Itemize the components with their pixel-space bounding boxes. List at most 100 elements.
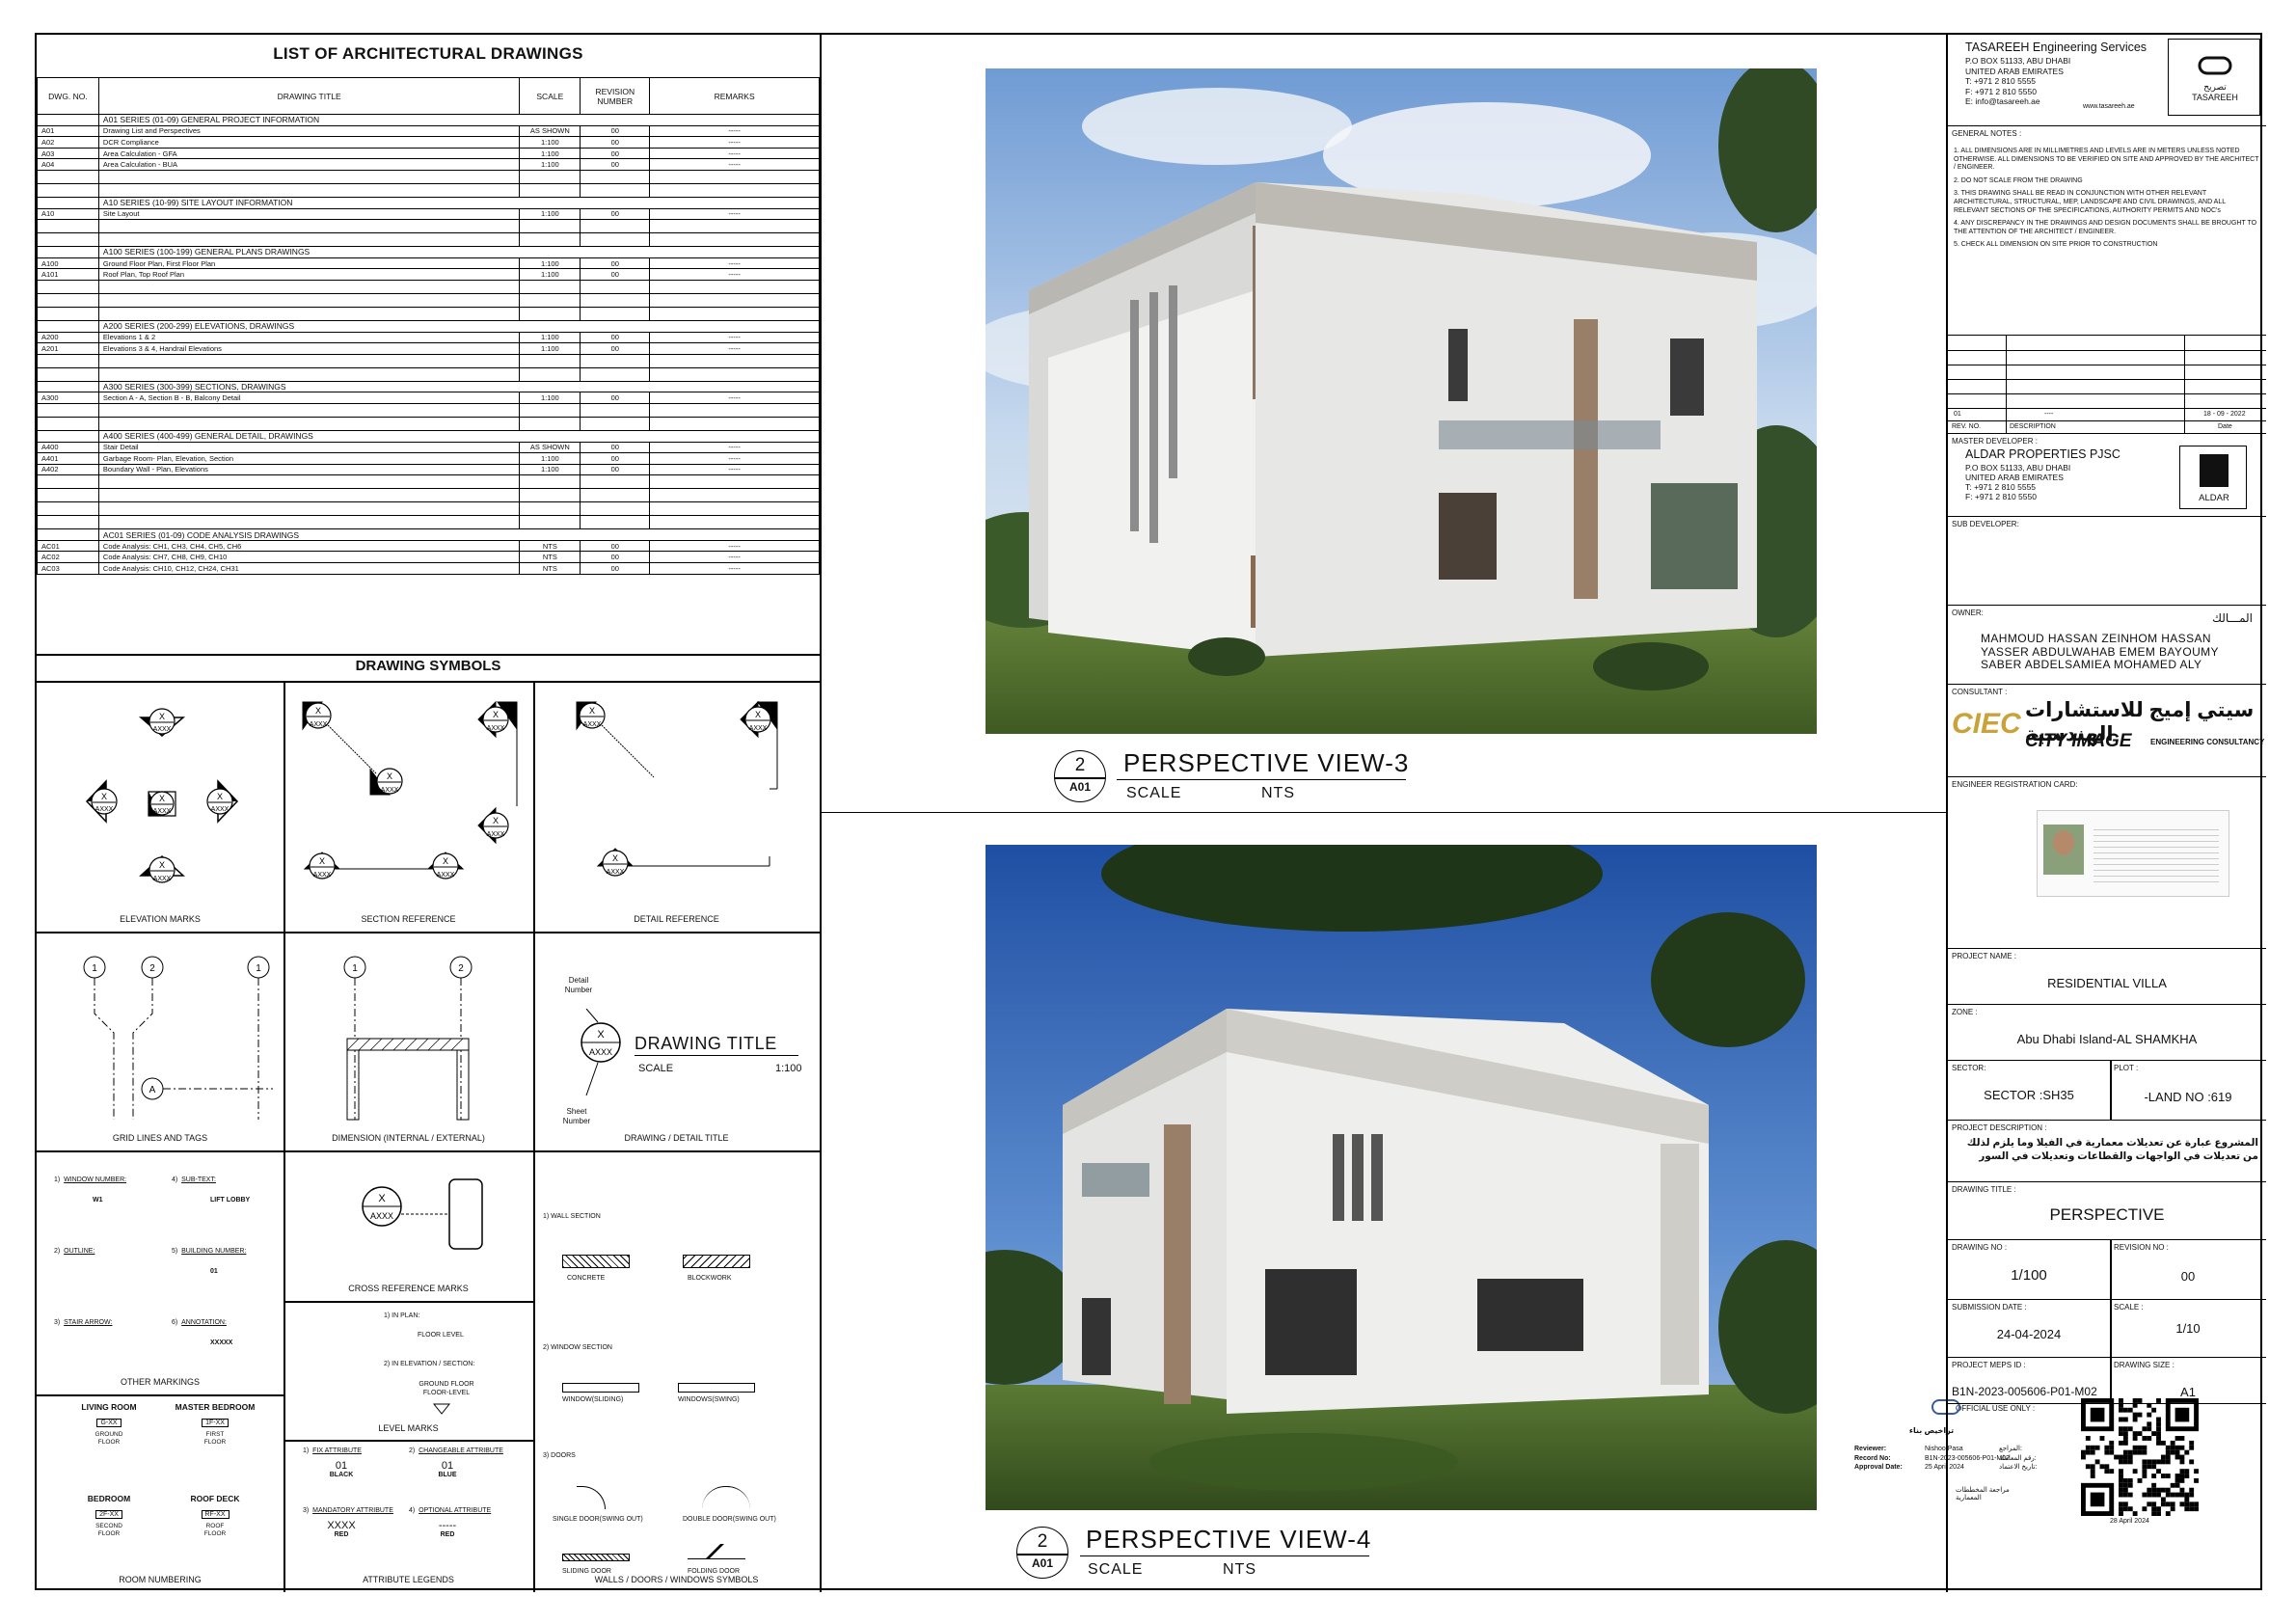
drawing-title-block: DRAWING TITLE : PERSPECTIVE	[1948, 1182, 2266, 1240]
svg-text:X: X	[378, 1193, 386, 1204]
cell-scale: 1:100	[519, 464, 581, 476]
series-title: A100 SERIES (100-199) GENERAL PLANS DRAW…	[97, 246, 821, 258]
svg-text:AXXX: AXXX	[95, 806, 114, 813]
cell-dwg-no: A101	[37, 268, 99, 281]
cell-dwg-no: A10	[37, 208, 99, 221]
submission-block: SUBMISSION DATE : SCALE : 24-04-2024 1/1…	[1948, 1300, 2266, 1358]
svg-text:X: X	[319, 856, 325, 866]
cell-revision: 00	[580, 464, 651, 476]
aldar-logo: ALDAR	[2179, 446, 2247, 509]
dimension-caption: DIMENSION (INTERNAL / EXTERNAL)	[332, 1133, 485, 1143]
sector-plot-block: SECTOR: PLOT : SECTOR :SH35 -LAND NO :61…	[1948, 1061, 2266, 1121]
cell-dwg-no: AC03	[37, 562, 99, 575]
cell-dwg-no: A100	[37, 257, 99, 270]
cell-revision: 00	[580, 392, 651, 404]
wall-symbol-window-section: 2) WINDOW SECTION	[543, 1344, 612, 1351]
other-markings-caption: OTHER MARKINGS	[120, 1377, 200, 1387]
general-notes: GENERAL NOTES : 1. ALL DIMENSIONS ARE IN…	[1948, 126, 2266, 336]
cell-scale: 1:100	[519, 148, 581, 160]
series-row: A10 SERIES (10-99) SITE LAYOUT INFORMATI…	[37, 197, 821, 209]
cell-scale: 1:100	[519, 268, 581, 281]
cell-remarks: -----	[649, 136, 820, 149]
cell-revision: 00	[580, 158, 651, 171]
cell-revision: 00	[580, 208, 651, 221]
cell-dwg-no: A300	[37, 392, 99, 404]
view-3-title: PERSPECTIVE VIEW-3	[1123, 748, 1410, 777]
cell-scale: 1:100	[519, 342, 581, 355]
drawing-no-block: DRAWING NO : REVISION NO : 1/100 00	[1948, 1240, 2266, 1300]
series-title: A10 SERIES (10-99) SITE LAYOUT INFORMATI…	[97, 197, 821, 209]
cell-dwg-no: A02	[37, 136, 99, 149]
drawing-list-table: DWG. NO. DRAWING TITLE SCALE REVISION NU…	[37, 77, 821, 575]
cell-scale: 1:100	[519, 158, 581, 171]
col-dwg-no: DWG. NO.	[37, 77, 99, 115]
cell-title: Elevations 3 & 4, Handrail Elevations	[97, 342, 521, 355]
owner-block: OWNER: المـــالك MAHMOUD HASSAN ZEINHOM …	[1948, 606, 2266, 685]
series-title: A200 SERIES (200-299) ELEVATIONS, DRAWIN…	[97, 320, 821, 333]
cell-remarks: -----	[649, 540, 820, 553]
cell-scale: 1:100	[519, 208, 581, 221]
sample-drawing-title: DRAWING TITLE	[635, 1034, 777, 1053]
cell-scale: AS SHOWN	[519, 125, 581, 138]
project-description-block: PROJECT DESCRIPTION : المشروع عبارة عن ت…	[1948, 1121, 2266, 1182]
cell-remarks: -----	[649, 257, 820, 270]
cell-scale: AS SHOWN	[519, 442, 581, 454]
cell-dwg-no: A03	[37, 148, 99, 160]
cell-dwg-no: A200	[37, 332, 99, 344]
svg-text:1: 1	[352, 963, 358, 974]
cell-remarks: -----	[649, 332, 820, 344]
svg-text:X: X	[612, 853, 618, 863]
cell-title: Roof Plan, Top Roof Plan	[97, 268, 521, 281]
svg-text:X: X	[443, 856, 448, 866]
sheet-number-label: Sheet Number	[562, 1107, 591, 1125]
cell-remarks: -----	[649, 148, 820, 160]
other-marking-item: 2) OUTLINE:	[54, 1248, 95, 1255]
engineer-card-image	[2037, 810, 2229, 897]
svg-text:AXXX: AXXX	[583, 721, 602, 728]
col-remarks: REMARKS	[649, 77, 820, 115]
series-title: AC01 SERIES (01-09) CODE ANALYSIS DRAWIN…	[97, 528, 821, 541]
svg-text:AXXX: AXXX	[153, 808, 172, 815]
grid-lines-graphic: 1 2 1 A	[83, 956, 273, 1120]
col-revision: REVISION NUMBER	[580, 77, 651, 115]
series-title: A01 SERIES (01-09) GENERAL PROJECT INFOR…	[97, 114, 821, 126]
col-scale: SCALE	[519, 77, 581, 115]
cell-scale: 1:100	[519, 257, 581, 270]
company-block: TASAREEH Engineering Services P.O BOX 51…	[1948, 35, 2266, 126]
master-developer: MASTER DEVELOPER : ALDAR PROPERTIES PJSC…	[1948, 434, 2266, 517]
wall-symbol-wall-section: 1) WALL SECTION	[543, 1213, 601, 1220]
series-row: A300 SERIES (300-399) SECTIONS, DRAWINGS	[37, 381, 821, 393]
consultant-block: CONSULTANT : CIEC سيتي إميج للاستشارات ا…	[1948, 685, 2266, 777]
cell-dwg-no: A401	[37, 452, 99, 465]
owner-name: SABER ABDELSAMIEA MOHAMED ALY	[1981, 658, 2202, 671]
cell-title: Code Analysis: CH1, CH3, CH4, CH5, CH6	[97, 540, 521, 553]
cell-revision: 00	[580, 332, 651, 344]
svg-text:X: X	[755, 710, 761, 719]
svg-text:X: X	[217, 792, 223, 801]
cell-dwg-no: A402	[37, 464, 99, 476]
cell-title: Elevations 1 & 2	[97, 332, 521, 344]
cell-revision: 00	[580, 125, 651, 138]
cell-revision: 00	[580, 136, 651, 149]
wall-symbol-doors: 3) DOORS	[543, 1452, 576, 1459]
drawing-list-title: LIST OF ARCHITECTURAL DRAWINGS	[273, 44, 583, 63]
series-row: AC01 SERIES (01-09) CODE ANALYSIS DRAWIN…	[37, 528, 821, 541]
cell-remarks: -----	[649, 342, 820, 355]
cell-title: Site Layout	[97, 208, 521, 221]
cell-title: Section A - A, Section B - B, Balcony De…	[97, 392, 521, 404]
svg-text:2: 2	[458, 963, 464, 974]
cell-remarks: -----	[649, 442, 820, 454]
wall-symbol-window-swing: WINDOWS(SWING)	[678, 1396, 740, 1403]
attribute-legends-caption: ATTRIBUTE LEGENDS	[363, 1575, 454, 1584]
svg-text:X: X	[159, 860, 165, 870]
drawing-sheet: LIST OF ARCHITECTURAL DRAWINGS DWG. NO. …	[35, 33, 2266, 1592]
